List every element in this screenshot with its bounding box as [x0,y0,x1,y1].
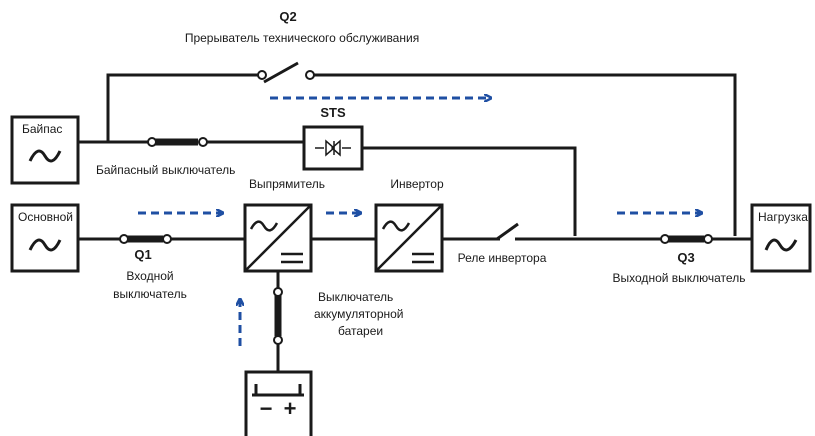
inverter-relay-label: Реле инвертора [458,251,547,265]
q2-title: Q2 [279,9,296,24]
q3-description: Выходной выключатель [613,271,746,285]
battery-switch-label-3: батареи [338,324,383,338]
q2-maintenance-switch [257,61,315,84]
q2-description: Прерыватель технического обслуживания [185,31,419,45]
inverter-relay-switch [496,222,519,241]
ac-sine-icon [764,238,798,252]
battery-plus: + [284,396,297,421]
load-label: Нагрузка [758,210,808,224]
maintenance-bypass-line [106,73,737,236]
q3-output-switch [660,234,713,244]
battery-switch [273,287,283,345]
q1-title: Q1 [134,247,151,262]
q1-desc-2: выключатель [113,287,187,301]
load-box [750,203,812,273]
q1-desc-1: Входной [126,269,173,283]
battery-switch-label-1: Выключатель [318,290,393,304]
main-source-label: Основной [18,210,73,224]
bypass-switch-label: Байпасный выключатель [96,163,235,177]
inverter-label: Инвертор [390,177,444,191]
bypass-switch [147,137,208,147]
q1-input-switch [119,234,172,244]
rectifier-box [243,203,313,273]
rectifier-icon [244,204,312,272]
sts-label: STS [320,105,346,120]
sts-box [302,125,364,171]
sts-thyristor-icon [315,139,351,157]
battery-switch-label-2: аккумуляторной [314,307,404,321]
battery-minus: − [260,396,273,421]
sts-output-wire [362,146,577,236]
bypass-source-label: Байпас [22,122,62,136]
inverter-icon [375,204,443,272]
bypass-source-box [10,115,80,185]
ac-sine-icon [28,238,62,252]
q3-title: Q3 [677,250,694,265]
inverter-box [374,203,444,273]
flow-arrows [138,98,701,346]
battery-icon [244,370,313,436]
rectifier-label: Выпрямитель [249,177,325,191]
ac-sine-icon [28,149,62,163]
